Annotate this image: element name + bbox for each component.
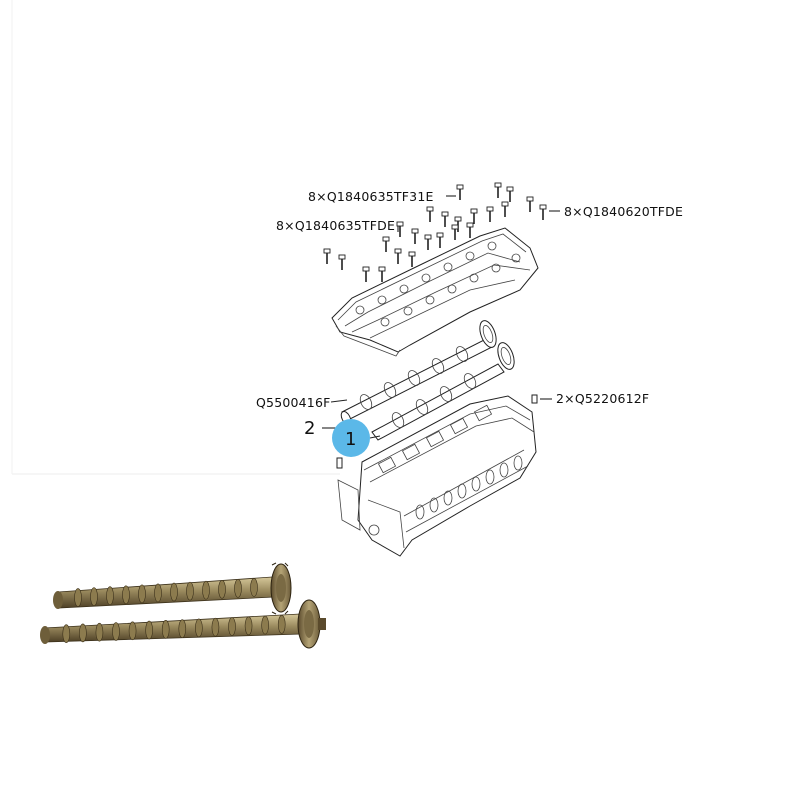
cam-lobe [95, 622, 104, 642]
bolt-icon [486, 206, 494, 222]
callout-bolt-right: 8×Q1840620TFDE [564, 204, 683, 219]
leader-lines [322, 195, 560, 439]
bolt-icon [338, 254, 346, 270]
cylinder-head [337, 395, 537, 557]
cam-lobe [234, 579, 242, 598]
callout-bolt-top: 8×Q1840635TF31E [308, 189, 434, 204]
cam-lobe [202, 580, 210, 600]
cam-lobe [161, 620, 170, 639]
cam-lobe [186, 581, 194, 601]
bolt-icon [426, 206, 434, 222]
cam-lobe [112, 622, 120, 641]
cam-lobe [145, 620, 153, 640]
bolt-icon [456, 184, 464, 200]
camshaft-photo [40, 562, 326, 649]
cam-lobe [195, 618, 203, 638]
cam-lobe [138, 584, 146, 604]
cam-lobe [178, 619, 187, 638]
bolt-icon [451, 224, 459, 240]
cam-lobe [250, 578, 258, 597]
cam-lobe [62, 624, 71, 643]
callout-badge-1 [332, 419, 370, 457]
bolt-icon [494, 182, 502, 198]
bolt-icon [424, 234, 432, 250]
bolt-icon [382, 236, 390, 252]
bolt-icon [506, 186, 514, 202]
bolt-icon [466, 222, 474, 238]
cam-lobe [277, 615, 286, 634]
cam-lobe [106, 586, 114, 606]
cam-lobe [244, 616, 253, 636]
camshaft-carrier [331, 227, 539, 357]
cam-lobe [122, 585, 130, 605]
cam-lobe [79, 623, 87, 643]
bolt-icon [470, 208, 478, 224]
bolt-icon [378, 266, 386, 282]
lower-camshaft [40, 599, 326, 649]
cam-lobe [128, 621, 137, 641]
callout-pin-right: 2×Q5220612F [556, 391, 649, 406]
upper-camshaft [53, 562, 292, 615]
bolt-icon [408, 251, 416, 267]
bolt-icon [501, 201, 509, 217]
bolt-icon [441, 211, 449, 227]
bolt-icon [394, 248, 402, 264]
camshaft-drawing [340, 320, 515, 441]
bolt-icon [539, 204, 547, 220]
locating-pin [336, 394, 538, 469]
bolt-icon [411, 228, 419, 244]
bolt-icon [436, 232, 444, 248]
cam-lobe [154, 583, 162, 603]
bolt-icon [323, 248, 331, 264]
bolt-icon [454, 216, 462, 232]
bolt-icon [396, 221, 404, 237]
cam-lobe [170, 582, 178, 602]
cam-lobe [228, 617, 236, 636]
bolt-icon [526, 196, 534, 212]
cam-lobe [74, 588, 82, 607]
cam-lobe [211, 617, 220, 637]
cam-lobe [218, 579, 226, 599]
cam-lobe [261, 615, 269, 635]
callout-plug-left: Q5500416F [256, 395, 331, 410]
bolt-icon [362, 266, 370, 282]
callout-number-2: 2 [304, 418, 315, 439]
cam-lobe [90, 587, 98, 606]
bolt-group [323, 182, 547, 282]
callout-number-1: 1 [345, 429, 356, 450]
callout-bolt-mid: 8×Q1840635TFDE [276, 218, 395, 233]
